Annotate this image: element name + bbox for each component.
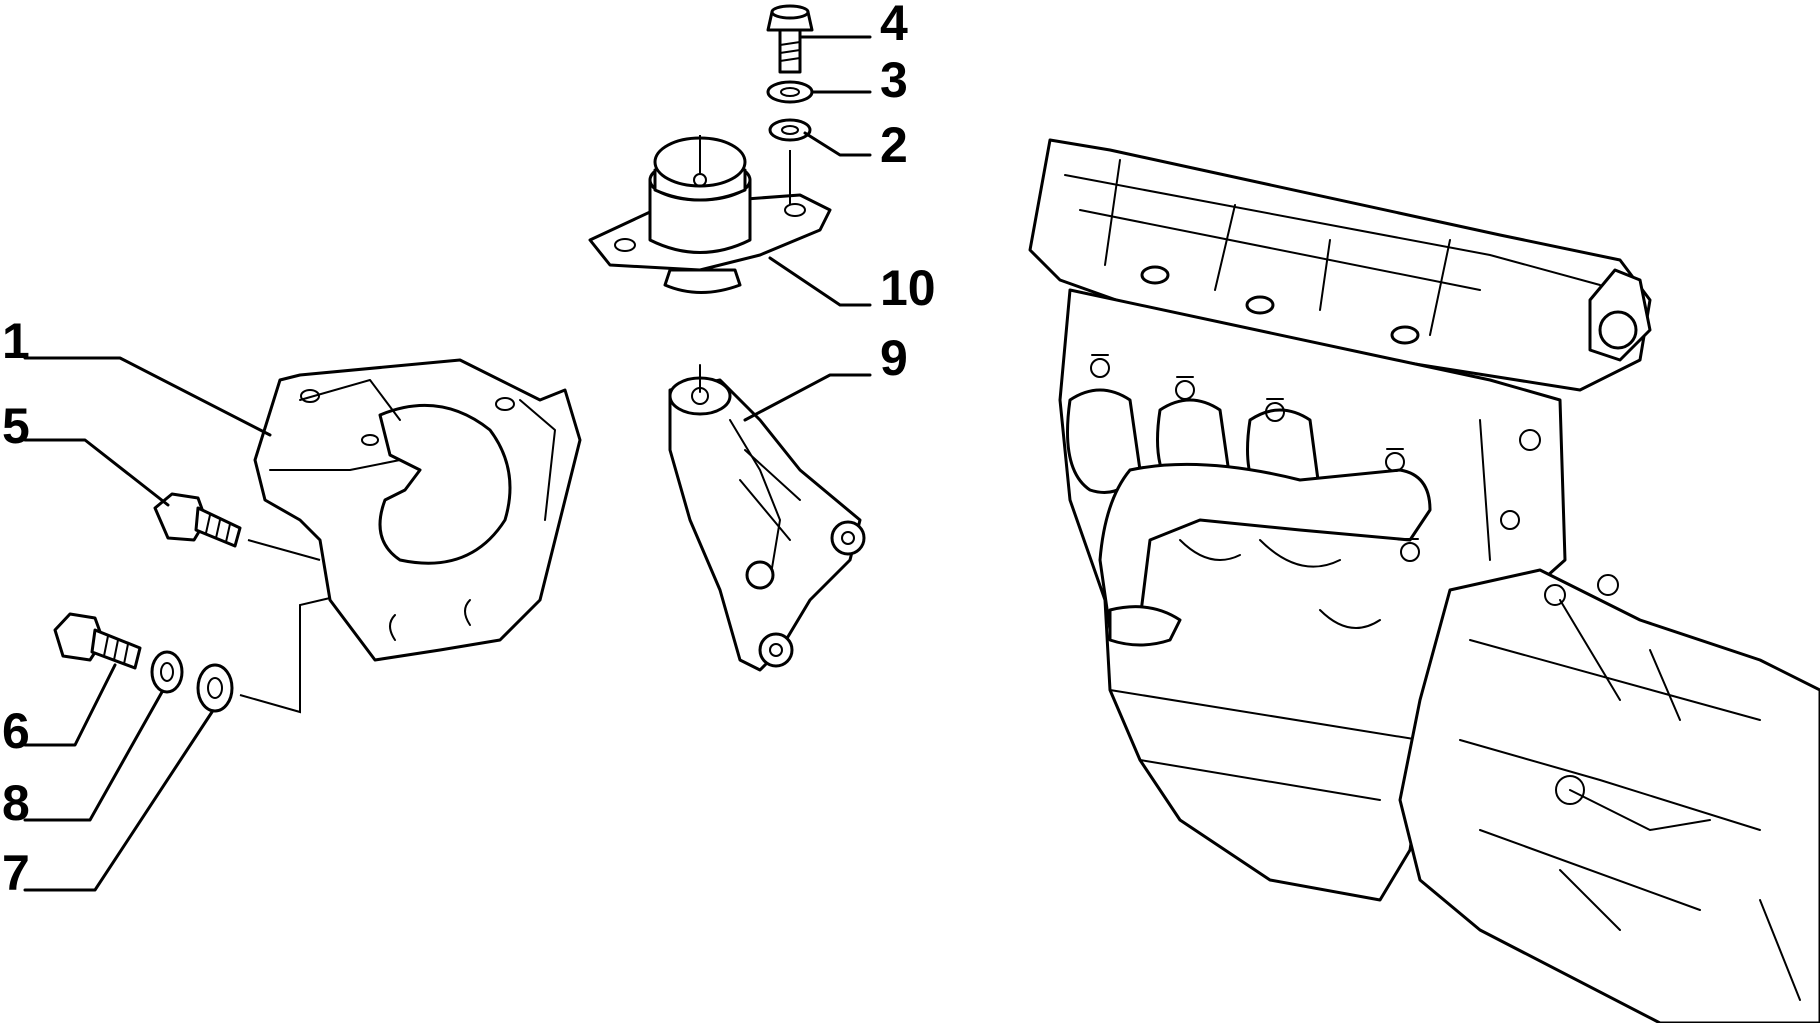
part-4-bolt [766, 4, 814, 74]
callout-5: 5 [2, 398, 30, 454]
leader-2 [803, 131, 872, 157]
leader-9 [743, 373, 872, 422]
callout-numbers: 4 3 2 10 9 1 5 6 8 7 [2, 0, 936, 901]
part-8-washer [150, 650, 184, 694]
callout-1: 1 [2, 313, 30, 369]
callout-3: 3 [880, 52, 908, 108]
part-10-rubber-mount [588, 135, 832, 294]
leader-8 [23, 690, 164, 822]
leader-lines [23, 35, 872, 892]
leader-5 [23, 438, 170, 507]
leader-1 [23, 356, 272, 437]
leader-7 [23, 710, 214, 892]
callout-9: 9 [880, 330, 908, 386]
part-3-washer [766, 80, 814, 104]
leader-10 [768, 256, 872, 307]
part-1-bracket [253, 358, 582, 662]
callout-8: 8 [2, 775, 30, 831]
part-9-support-arm [668, 364, 866, 672]
callout-4: 4 [880, 0, 908, 51]
callout-6: 6 [2, 703, 30, 759]
part-6-hex-bolt [53, 612, 142, 670]
callout-10: 10 [880, 260, 936, 316]
callout-7: 7 [2, 845, 30, 901]
callout-2: 2 [880, 117, 908, 173]
leader-6 [23, 663, 117, 747]
part-7-washer [196, 663, 234, 713]
engine-gearbox-assembly [1028, 138, 1820, 1023]
part-2-washer [768, 118, 812, 142]
